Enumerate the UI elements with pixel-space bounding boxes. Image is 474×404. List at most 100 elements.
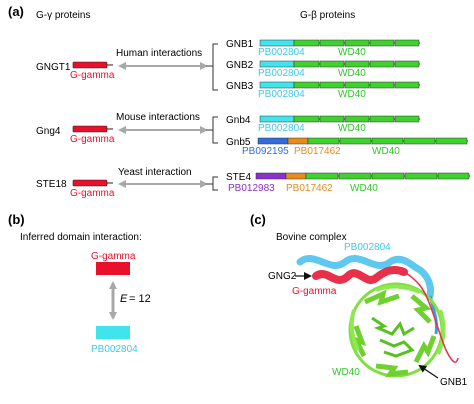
e-value-number: = 12 <box>129 293 151 305</box>
beta-name-gnb3: GNB3 <box>226 81 254 92</box>
wd40-label-gnb5: WD40 <box>372 146 400 157</box>
gamma-name-ste18: STE18 <box>36 179 67 190</box>
wd40-propeller <box>348 282 446 378</box>
pb002804-domain-box <box>96 326 130 339</box>
gamma-domain-bar-gngt1 <box>72 61 108 69</box>
beta-name-ste4: STE4 <box>226 172 251 183</box>
wd40-repeat <box>293 39 320 47</box>
bracket-yeast <box>212 176 218 191</box>
wd40-repeat <box>435 137 468 145</box>
wd40-repeat <box>319 60 345 68</box>
wd40-label-ste4: WD40 <box>350 183 378 194</box>
panel-b: (b) Inferred domain interaction: G-gamma… <box>8 212 151 355</box>
wd40-label-gnb1: WD40 <box>338 47 366 58</box>
pb092195-label-gnb5: PB092195 <box>242 146 289 157</box>
g-gamma-helix <box>312 266 408 284</box>
panel-a-label: (a) <box>8 4 24 19</box>
wd40-repeat <box>371 172 405 180</box>
wd40-repeat <box>369 39 395 47</box>
panel-c-label: (c) <box>250 212 266 227</box>
beta-proteins-header: G-β proteins <box>300 10 355 21</box>
beta-gnb5: Gnb5 PB092195 PB017462 WD40 <box>226 137 468 157</box>
group-yeast: Yeast interaction STE18 G-gamma STE4 PB0… <box>36 167 470 199</box>
gamma-domain-bar-ste18 <box>72 179 108 187</box>
gnb1-label: GNB1 <box>440 377 468 388</box>
wd40-repeat <box>319 81 345 89</box>
beta-name-gnb5: Gnb5 <box>226 137 251 148</box>
group-human: Human interactions GNGT1 G-gamma GNB1 PB… <box>36 39 420 100</box>
wd40-repeat <box>339 137 372 145</box>
wd40-structure-label: WD40 <box>332 367 360 378</box>
beta-name-gnb2: GNB2 <box>226 60 254 71</box>
gamma-domain-label-ste18: G-gamma <box>70 188 115 199</box>
e-value-symbol: E <box>120 293 128 305</box>
wd40-label-gnb3: WD40 <box>338 89 366 100</box>
wd40-repeat <box>371 137 404 145</box>
pb002804-label-gnb4: PB002804 <box>258 123 305 134</box>
pb002804-bar-gnb3 <box>259 81 295 89</box>
gng2-label: GNG2 <box>268 271 297 282</box>
beta-gnb3: GNB3 PB002804 WD40 <box>226 81 420 100</box>
group-mouse: Mouse interactions Gng4 G-gamma Gnb4 PB0… <box>36 112 468 157</box>
pb002804-domain-label: PB002804 <box>91 344 138 355</box>
panel-b-title: Inferred domain interaction: <box>20 232 142 243</box>
beta-gnb1: GNB1 PB002804 WD40 <box>226 39 420 58</box>
wd40-repeat <box>319 39 345 47</box>
wd40-repeat <box>293 81 320 89</box>
pb002804-bar-gnb4 <box>259 115 295 123</box>
gamma-name-gngt1: GNGT1 <box>36 62 71 73</box>
pb002804-label-gnb3: PB002804 <box>258 89 305 100</box>
pb017462-label-gnb5: PB017462 <box>294 146 341 157</box>
panel-a: (a) G-γ proteins G-β proteins Human inte… <box>8 4 470 199</box>
wd40-repeat <box>394 115 420 123</box>
gamma-proteins-header: G-γ proteins <box>36 10 90 21</box>
pb002804-structure-label: PB002804 <box>344 242 391 253</box>
beta-gnb4: Gnb4 PB002804 WD40 <box>226 115 420 134</box>
g-gamma-domain-label: G-gamma <box>91 251 136 262</box>
beta-ste4: STE4 PB012983 PB017462 WD40 <box>226 172 470 194</box>
wd40-repeat <box>344 115 370 123</box>
bovine-complex-structure <box>296 255 459 378</box>
interaction-label-human: Human interactions <box>116 48 202 59</box>
wd40-repeat <box>369 115 395 123</box>
wd40-repeat <box>369 60 395 68</box>
pb017462-label-ste4: PB017462 <box>286 183 333 194</box>
gamma-domain-bar-gng4 <box>72 125 108 133</box>
pb017462-bar-ste4 <box>285 172 307 180</box>
gamma-name-gng4: Gng4 <box>36 126 61 137</box>
wd40-repeat <box>305 172 339 180</box>
wd40-label-gnb4: WD40 <box>338 123 366 134</box>
panel-c: (c) Bovine complex PB002804 GN <box>250 212 468 388</box>
wd40-label-gnb2: WD40 <box>338 68 366 79</box>
wd40-repeat <box>319 115 345 123</box>
pb012983-label-ste4: PB012983 <box>228 183 275 194</box>
pb092195-bar-gnb5 <box>257 137 289 145</box>
wd40-repeat <box>394 81 420 89</box>
pb002804-bar-gnb2 <box>259 60 295 68</box>
g-gamma-coil <box>403 271 459 363</box>
g-gamma-domain-box <box>96 262 130 275</box>
wd40-repeat <box>394 39 420 47</box>
bracket-human <box>212 43 218 91</box>
pb017462-bar-gnb5 <box>287 137 309 145</box>
gamma-domain-label-gng4: G-gamma <box>70 134 115 145</box>
pb002804-helix <box>296 255 434 300</box>
gamma-domain-label-gngt1: G-gamma <box>70 70 115 81</box>
interaction-label-yeast: Yeast interaction <box>118 167 192 178</box>
wd40-repeat <box>344 81 370 89</box>
beta-gnb2: GNB2 PB002804 WD40 <box>226 60 420 79</box>
wd40-repeat <box>344 60 370 68</box>
bracket-mouse <box>212 116 218 144</box>
wd40-repeat <box>338 172 372 180</box>
wd40-repeat <box>394 60 420 68</box>
interaction-label-mouse: Mouse interactions <box>116 112 200 123</box>
gnb1-arrow <box>418 364 439 379</box>
pb002804-label-gnb2: PB002804 <box>258 68 305 79</box>
pb012983-bar-ste4 <box>255 172 287 180</box>
wd40-repeat <box>307 137 340 145</box>
wd40-repeat <box>344 39 370 47</box>
panel-b-label: (b) <box>8 212 25 227</box>
wd40-repeat <box>403 137 436 145</box>
wd40-repeat <box>293 115 320 123</box>
